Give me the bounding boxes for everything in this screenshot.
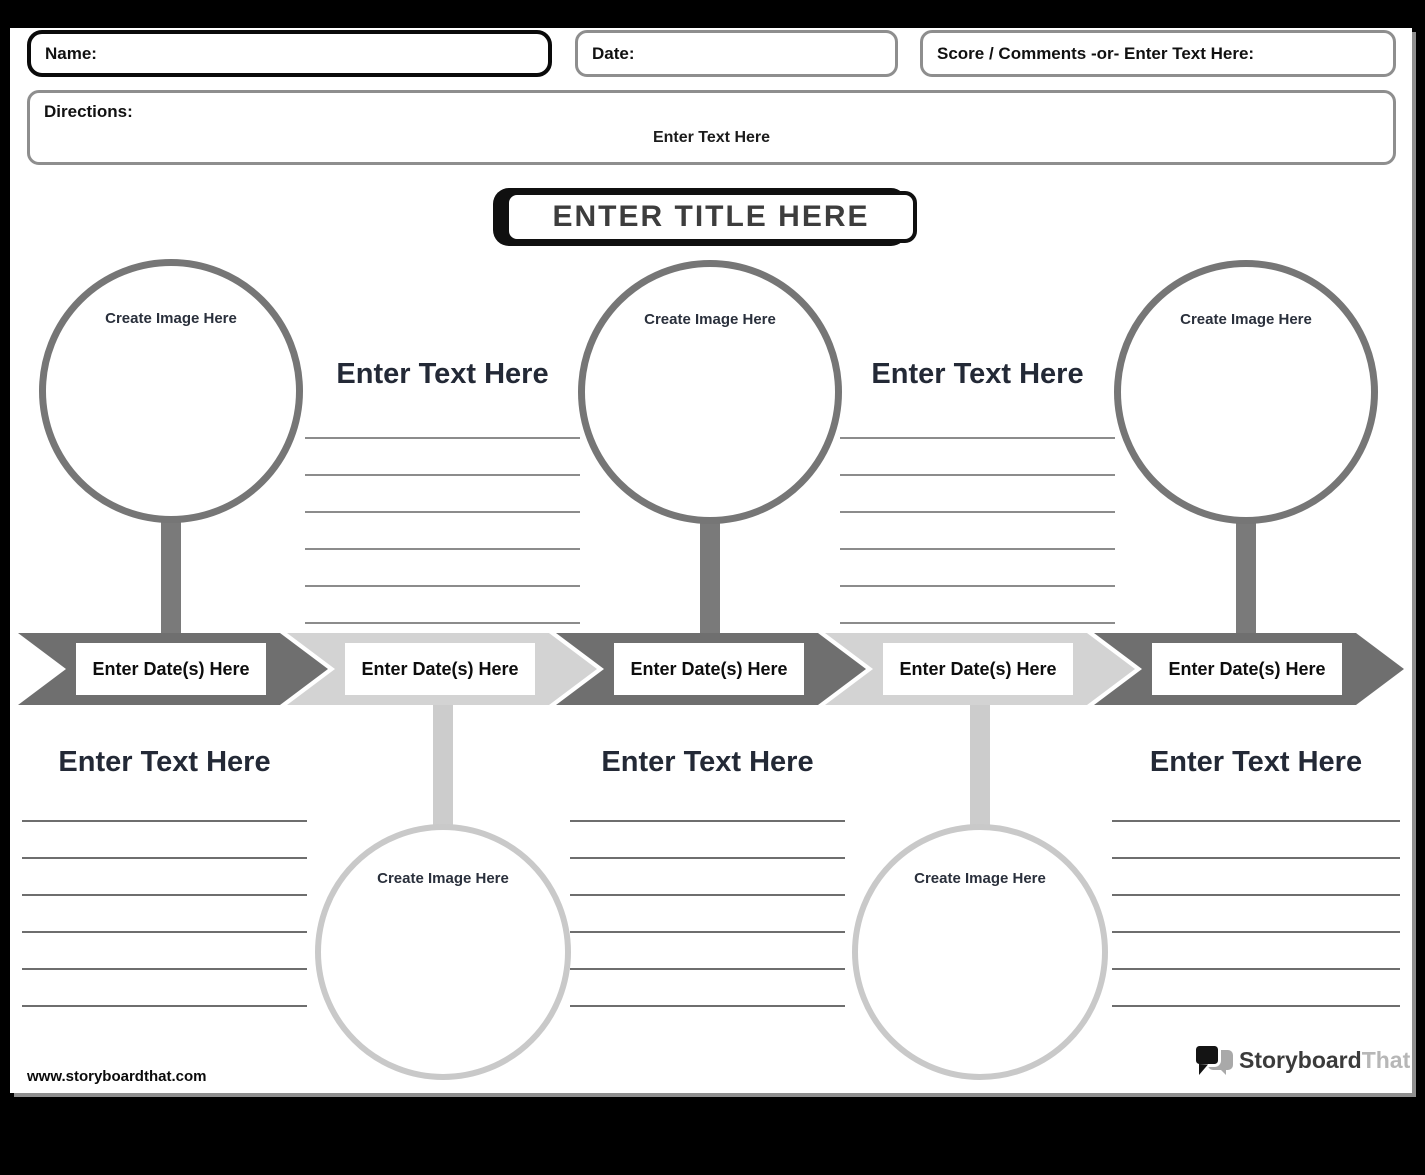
write-line [840, 437, 1115, 439]
text-block-event-1[interactable]: Enter Text Here [22, 746, 307, 1007]
image-placeholder-label: Create Image Here [644, 311, 776, 328]
write-line [22, 931, 307, 933]
write-line [22, 1005, 307, 1007]
speech-bubbles-icon [1193, 1043, 1233, 1075]
text-block-event-4[interactable]: Enter Text Here [840, 358, 1115, 624]
logo-text-secondary: That [1361, 1046, 1411, 1073]
write-line [22, 820, 307, 822]
write-line [305, 622, 580, 624]
logo-text: StoryboardThat [1239, 1047, 1410, 1074]
image-placeholder-circle[interactable]: Create Image Here [1114, 260, 1378, 524]
image-placeholder-circle[interactable]: Create Image Here [39, 259, 303, 523]
write-line [1112, 820, 1400, 822]
image-placeholder-label: Create Image Here [377, 870, 509, 887]
write-line [570, 820, 845, 822]
connector-stem [700, 514, 720, 637]
score-label: Score / Comments -or- Enter Text Here: [937, 43, 1255, 63]
text-block-heading: Enter Text Here [1149, 746, 1363, 778]
write-line [570, 1005, 845, 1007]
write-line [22, 894, 307, 896]
image-placeholder-label: Create Image Here [1180, 311, 1312, 328]
write-line [305, 511, 580, 513]
event-date-field[interactable]: Enter Date(s) Here [76, 643, 266, 695]
write-lines [22, 820, 307, 1042]
write-lines [840, 437, 1115, 659]
name-field[interactable]: Name: [27, 30, 552, 77]
write-line [840, 622, 1115, 624]
write-line [305, 474, 580, 476]
date-label: Date: [592, 43, 635, 63]
connector-stem [970, 698, 990, 830]
write-line [305, 585, 580, 587]
image-placeholder-label: Create Image Here [914, 870, 1046, 887]
connector-stem [1236, 514, 1256, 637]
page-title: ENTER TITLE HERE [552, 200, 870, 233]
text-block-event-3[interactable]: Enter Text Here [570, 746, 845, 1007]
write-line [1112, 894, 1400, 896]
write-lines [570, 820, 845, 1042]
write-line [570, 968, 845, 970]
worksheet-page: Name: Date: Score / Comments -or- Enter … [10, 28, 1412, 1093]
timeline-arrow-3: Enter Date(s) Here [556, 633, 866, 705]
write-line [570, 857, 845, 859]
directions-field[interactable]: Directions: Enter Text Here [27, 90, 1396, 165]
write-line [1112, 968, 1400, 970]
site-url: www.storyboardthat.com [27, 1068, 207, 1085]
timeline-arrow-4: Enter Date(s) Here [825, 633, 1135, 705]
image-placeholder-circle[interactable]: Create Image Here [315, 824, 571, 1080]
write-line [305, 437, 580, 439]
text-block-heading: Enter Text Here [601, 746, 814, 778]
write-line [840, 474, 1115, 476]
date-field[interactable]: Date: [575, 30, 898, 77]
timeline-arrow-1: Enter Date(s) Here [18, 633, 328, 705]
text-block-heading: Enter Text Here [58, 746, 271, 778]
write-line [840, 548, 1115, 550]
directions-label: Directions: [44, 102, 133, 121]
connector-stem [433, 698, 453, 830]
name-label: Name: [45, 43, 97, 63]
write-line [22, 968, 307, 970]
title-banner[interactable]: ENTER TITLE HERE [493, 188, 917, 246]
text-block-heading: Enter Text Here [871, 358, 1084, 390]
write-line [1112, 857, 1400, 859]
directions-placeholder: Enter Text Here [652, 129, 771, 146]
image-placeholder-circle[interactable]: Create Image Here [578, 260, 842, 524]
write-line [1112, 931, 1400, 933]
text-block-heading: Enter Text Here [336, 358, 549, 390]
write-line [22, 857, 307, 859]
write-line [305, 548, 580, 550]
write-line [570, 894, 845, 896]
timeline-arrow-5: Enter Date(s) Here [1094, 633, 1404, 705]
score-comments-field[interactable]: Score / Comments -or- Enter Text Here: [920, 30, 1396, 77]
text-block-event-2[interactable]: Enter Text Here [305, 358, 580, 624]
write-line [570, 931, 845, 933]
write-line [840, 585, 1115, 587]
write-lines [1112, 820, 1400, 1042]
storyboardthat-logo: StoryboardThat [1193, 1042, 1410, 1078]
timeline-arrow-2: Enter Date(s) Here [287, 633, 597, 705]
image-placeholder-circle[interactable]: Create Image Here [852, 824, 1108, 1080]
text-block-event-5[interactable]: Enter Text Here [1112, 746, 1400, 1007]
event-date-field[interactable]: Enter Date(s) Here [883, 643, 1073, 695]
image-placeholder-label: Create Image Here [105, 310, 237, 327]
write-line [1112, 1005, 1400, 1007]
event-date-field[interactable]: Enter Date(s) Here [614, 643, 804, 695]
logo-text-primary: Storyboard [1239, 1046, 1362, 1073]
connector-stem [161, 513, 181, 637]
write-line [840, 511, 1115, 513]
event-date-field[interactable]: Enter Date(s) Here [345, 643, 535, 695]
event-date-field[interactable]: Enter Date(s) Here [1152, 643, 1342, 695]
write-lines [305, 437, 580, 659]
title-box: ENTER TITLE HERE [505, 191, 917, 243]
